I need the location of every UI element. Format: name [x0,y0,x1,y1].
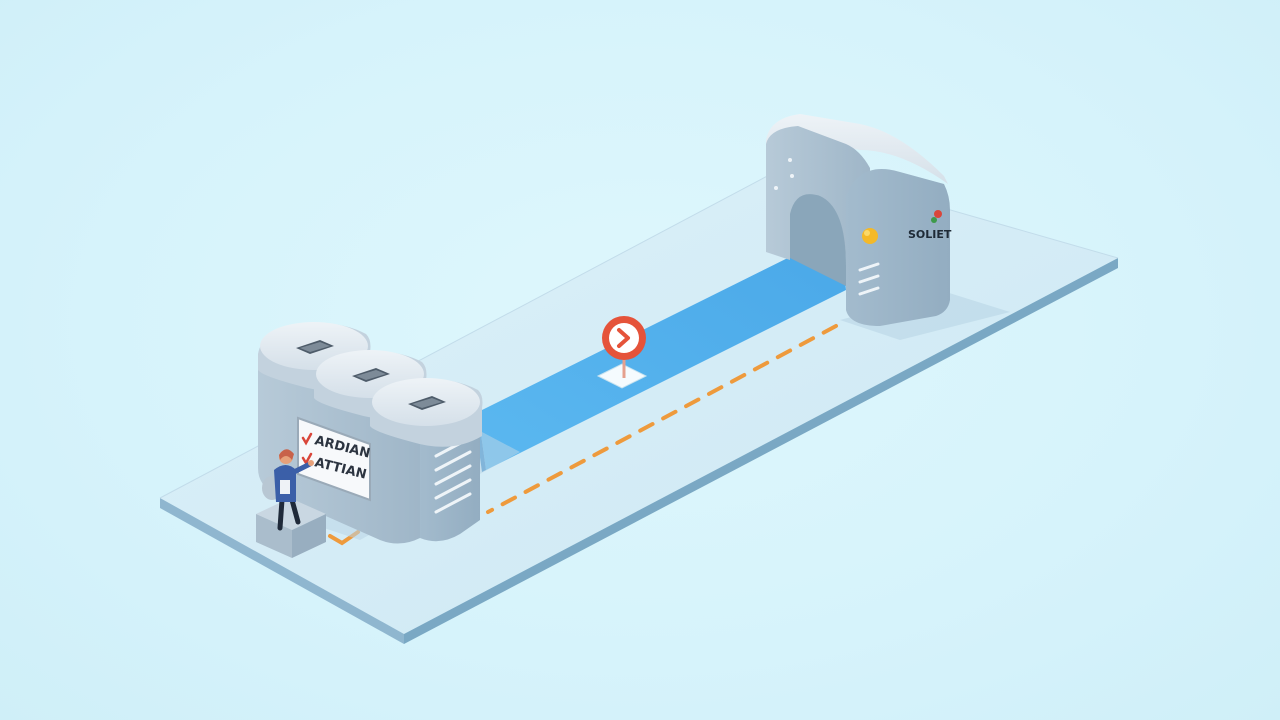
server-cluster: ARDIAN ATTIAN [258,322,520,544]
vent-lines [858,262,880,296]
server-module-3 [370,378,483,447]
person [274,449,314,531]
sign-board: ARDIAN ATTIAN [297,416,372,502]
chevron-right-icon [617,328,630,348]
gateway-machine: SOLIET [766,114,1010,340]
check-icon [301,432,313,446]
check-icon [301,452,313,466]
gateway-logo: SOLIET [908,210,952,241]
indicator-light [862,228,878,244]
operator-station [256,449,326,558]
location-marker [596,316,648,389]
server-vent-lines [434,436,472,514]
gateway-logo-text: SOLIET [908,228,952,241]
